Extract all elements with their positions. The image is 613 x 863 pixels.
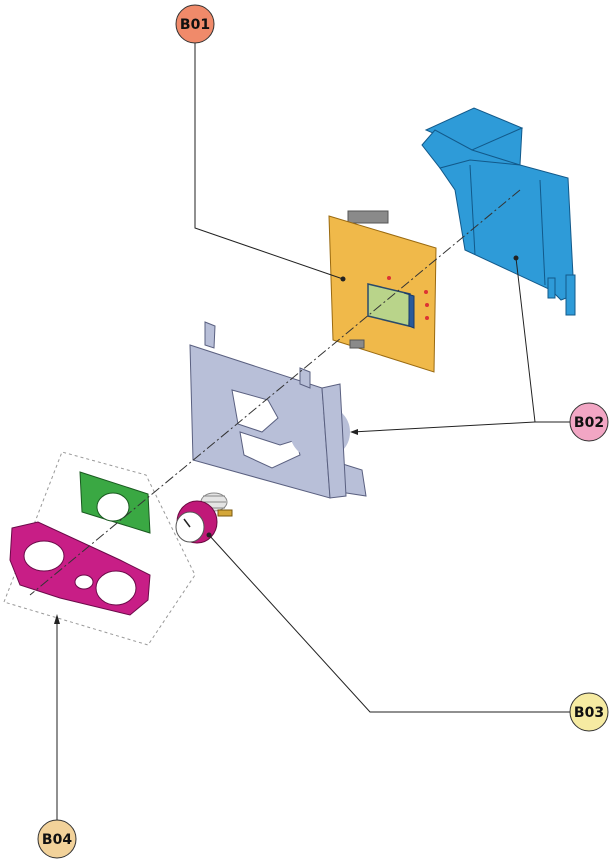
gauge-fitting bbox=[217, 509, 233, 517]
blue-cover-leg-1 bbox=[565, 274, 576, 316]
pcb-led-1 bbox=[424, 290, 428, 294]
blue-cover-leg-2 bbox=[547, 277, 556, 299]
frame-top-tab-right bbox=[299, 367, 311, 389]
callout-b01: B01 bbox=[175, 4, 215, 44]
leader-b01 bbox=[194, 40, 344, 280]
callout-b02-label: B02 bbox=[574, 415, 604, 431]
frame-cutout-lower bbox=[239, 431, 301, 469]
callout-b03-balloon bbox=[569, 692, 609, 732]
leader-b02-frame bbox=[351, 421, 536, 433]
bezel-hole-small bbox=[74, 574, 94, 590]
leader-b01-dot bbox=[340, 276, 346, 282]
group-boundary-b04 bbox=[3, 451, 196, 646]
assembly-axis bbox=[29, 189, 521, 596]
frame-side-flange bbox=[321, 383, 347, 499]
knob-plate-hole bbox=[96, 492, 130, 522]
callout-b03: B03 bbox=[569, 692, 609, 732]
frame-top-tab-left bbox=[204, 321, 216, 349]
bezel-hole-left bbox=[23, 540, 65, 572]
front-bezel bbox=[9, 521, 151, 616]
leader-b04-arrow bbox=[54, 614, 60, 624]
blue-cover-lip bbox=[421, 129, 521, 169]
blue-cover-rib-2 bbox=[539, 179, 546, 286]
gauge-needle bbox=[183, 518, 191, 528]
leader-b02-cover-dot bbox=[513, 255, 519, 261]
pcb-connector-bottom bbox=[349, 339, 365, 349]
pcb-led-2 bbox=[425, 303, 429, 307]
frame-ring bbox=[290, 404, 350, 460]
callout-b02: B02 bbox=[569, 402, 609, 442]
callout-b01-balloon bbox=[175, 4, 215, 44]
frame-cutout-upper bbox=[231, 389, 279, 433]
pcb-led-3 bbox=[425, 316, 429, 320]
leader-b03-dot bbox=[206, 532, 212, 538]
callout-b04: B04 bbox=[37, 819, 77, 859]
control-pcb bbox=[328, 210, 437, 373]
blue-cover-rib-1 bbox=[469, 164, 476, 256]
callout-b02-balloon bbox=[569, 402, 609, 442]
pcb-display-frame bbox=[403, 292, 415, 329]
callout-b03-label: B03 bbox=[574, 705, 604, 721]
chassis-frame bbox=[189, 321, 367, 499]
pcb-led-4 bbox=[387, 276, 391, 280]
knob-plate bbox=[79, 471, 151, 534]
blue-cover bbox=[421, 107, 576, 316]
callout-b04-balloon bbox=[37, 819, 77, 859]
pcb-connector-top bbox=[347, 210, 389, 224]
bezel-hole-right bbox=[95, 570, 137, 606]
callout-b01-label: B01 bbox=[180, 17, 210, 33]
pressure-gauge bbox=[175, 492, 233, 544]
leader-b02-frame-arrow bbox=[350, 429, 358, 435]
leader-b03 bbox=[208, 534, 570, 713]
blue-cover-back bbox=[439, 127, 575, 301]
callout-b04-label: B04 bbox=[42, 832, 72, 848]
